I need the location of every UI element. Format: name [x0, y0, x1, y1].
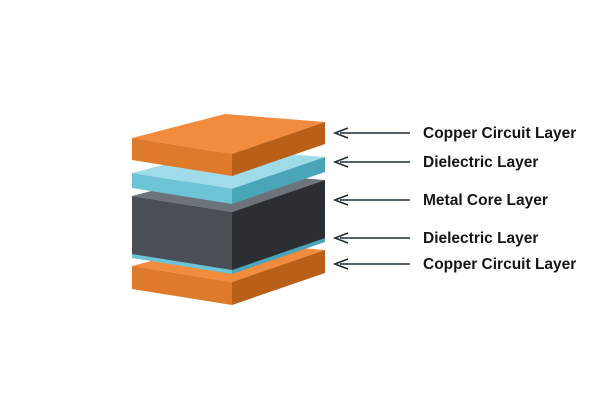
layer-label-metal-core: Metal Core Layer [423, 192, 548, 209]
slab-side-face [232, 157, 325, 204]
slab-front-face [132, 173, 232, 204]
arrow-left-icon [332, 156, 349, 168]
slab-top-face [132, 114, 325, 154]
callout-metal-core: Metal Core Layer [332, 192, 548, 209]
slab-front-face [132, 138, 232, 176]
layer-label-copper-bottom: Copper Circuit Layer [423, 256, 576, 273]
slab-front-face [132, 196, 232, 270]
arrow-left-icon [332, 127, 349, 139]
slab-side-face [232, 122, 325, 176]
layer-label-dielectric-top: Dielectric Layer [423, 154, 538, 171]
layer-label-copper-top: Copper Circuit Layer [423, 125, 576, 142]
callout-copper-bottom: Copper Circuit Layer [332, 256, 576, 273]
arrow-left-icon [332, 194, 349, 206]
slab-side-face [232, 250, 325, 305]
callout-dielectric-bottom: Dielectric Layer [332, 230, 538, 247]
callout-dielectric-top: Dielectric Layer [332, 154, 538, 171]
arrow-left-icon [332, 258, 349, 270]
slab-side-face [232, 180, 325, 270]
layer-label-dielectric-bottom: Dielectric Layer [423, 230, 538, 247]
callout-copper-top: Copper Circuit Layer [332, 125, 576, 142]
arrow-left-icon [332, 232, 349, 244]
slab-copper-top [132, 114, 325, 176]
layer-stack [132, 114, 325, 305]
slab-front-face [132, 266, 232, 305]
